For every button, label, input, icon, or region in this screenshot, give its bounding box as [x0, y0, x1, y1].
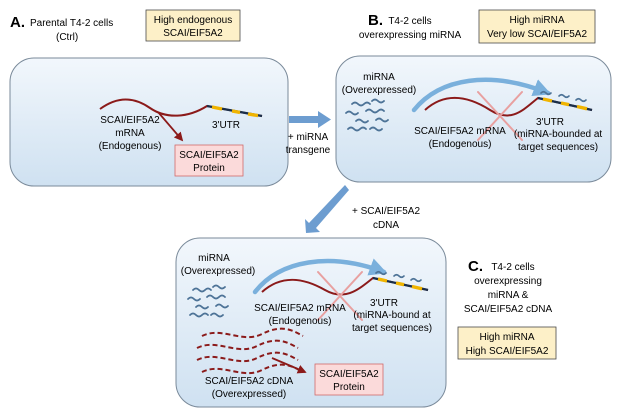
- utr-label-b: 3'UTR: [536, 117, 564, 128]
- panel-b-title-line1: T4-2 cells: [388, 16, 431, 27]
- mrna-label-b-line2: (Endogenous): [429, 139, 492, 150]
- panel-b-letter: B.: [368, 12, 383, 29]
- protein-box-c: [314, 363, 384, 396]
- cdna-label-c-line2: (Overexpressed): [212, 389, 286, 400]
- panel-b-title-line2: overexpressing miRNA: [359, 30, 462, 41]
- mirna-label-b-line1: miRNA: [363, 72, 395, 83]
- panel-a-title-line1: Parental T4-2 cells: [30, 18, 113, 29]
- protein-label-a-line2: Protein: [193, 163, 225, 174]
- protein-label-c-line2: Protein: [333, 382, 365, 393]
- arrow-a-to-b-label-line2: transgene: [286, 145, 331, 156]
- cdna-label-c-line1: SCAI/EIF5A2 cDNA: [205, 376, 294, 387]
- arrow-b-to-c-label-line1: + SCAI/EIF5A2: [352, 206, 421, 217]
- panel-a-title-line2: (Ctrl): [56, 32, 78, 43]
- panel-a-status-line1: High endogenous: [154, 15, 232, 26]
- utr-label-c: 3'UTR: [370, 298, 398, 309]
- panel-a-letter: A.: [10, 14, 25, 31]
- panel-a: A. Parental T4-2 cells (Ctrl) High endog…: [9, 9, 289, 187]
- target-sites-b: [542, 97, 588, 111]
- mrna-strand-a: [99, 98, 263, 117]
- panel-c-title-line2: overexpressing: [474, 276, 542, 287]
- panel-c-title-line4: SCAI/EIF5A2 cDNA: [464, 304, 553, 315]
- mirna-label-c-line1: miRNA: [198, 253, 230, 264]
- panel-c-status-line2: High SCAI/EIF5A2: [466, 346, 549, 357]
- panel-c-status-line1: High miRNA: [479, 332, 534, 343]
- bound-label-c-line1: (miRNA-bound at: [353, 310, 430, 321]
- bound-mirna-c: [375, 270, 422, 283]
- panel-c-letter: C.: [468, 258, 483, 275]
- bound-label-c-line2: target sequences): [352, 323, 432, 334]
- mirna-binding-arrow-b: [411, 77, 552, 113]
- mrna-strand-b: [424, 96, 593, 117]
- mrna-strand-c: [261, 276, 429, 296]
- mirna-binding-arrow-c: [252, 258, 388, 295]
- arrow-a-to-b-shape: [289, 111, 331, 128]
- mrna-label-a-line2: mRNA: [115, 128, 145, 139]
- protein-box-a: [174, 144, 244, 177]
- mrna-label-a-line3: (Endogenous): [99, 141, 162, 152]
- panel-b-status-box: [478, 9, 596, 44]
- protein-label-c-line1: SCAI/EIF5A2: [319, 369, 379, 380]
- mrna-label-a-line1: SCAI/EIF5A2: [100, 115, 160, 126]
- block-cross-b: [477, 91, 523, 141]
- panel-c-title-line1: T4-2 cells: [491, 262, 534, 273]
- mirna-squiggles-b: [345, 98, 389, 132]
- mrna-label-c-line1: SCAI/EIF5A2 mRNA: [254, 303, 346, 314]
- panel-a-status-line2: SCAI/EIF5A2: [163, 28, 223, 39]
- target-sites-a: [211, 105, 259, 118]
- mirna-label-b-line2: (Overexpressed): [342, 85, 416, 96]
- mrna-label-b-line1: SCAI/EIF5A2 mRNA: [414, 126, 506, 137]
- panel-b-status-line1: High miRNA: [509, 15, 564, 26]
- utr-label-a: 3'UTR: [212, 120, 240, 131]
- arrow-b-to-c-label-line2: cDNA: [373, 220, 399, 231]
- arrow-a-to-b-label-line1: + miRNA: [288, 132, 329, 143]
- bound-label-b-line2: target sequences): [518, 142, 598, 153]
- panel-b-status-line2: Very low SCAI/EIF5A2: [487, 29, 587, 40]
- panel-c-status-box: [457, 326, 557, 360]
- translation-arrow-a: [157, 111, 184, 142]
- mirna-squiggles-c: [187, 284, 229, 318]
- panel-a-status-box: [145, 9, 241, 42]
- protein-label-a-line1: SCAI/EIF5A2: [179, 150, 239, 161]
- block-cross-c: [317, 271, 363, 321]
- mrna-label-c-line2: (Endogenous): [269, 316, 332, 327]
- arrow-b-to-c-shape: [305, 185, 349, 233]
- bound-mirna-b: [540, 90, 587, 103]
- bound-label-b-line1: (miRNA-bounded at: [514, 129, 603, 140]
- translation-arrow-c: [271, 357, 307, 374]
- panel-c: miRNA (Overexpressed) SCAI/EIF5A2 mRNA (…: [175, 237, 557, 408]
- target-sites-c: [377, 277, 423, 291]
- panel-c-title-line3: miRNA &: [488, 290, 529, 301]
- mirna-label-c-line2: (Overexpressed): [181, 266, 255, 277]
- arrow-b-to-c: + SCAI/EIF5A2 cDNA: [305, 185, 420, 233]
- arrow-a-to-b: + miRNA transgene: [286, 111, 331, 156]
- panel-b: B. T4-2 cells overexpressing miRNA High …: [335, 9, 612, 183]
